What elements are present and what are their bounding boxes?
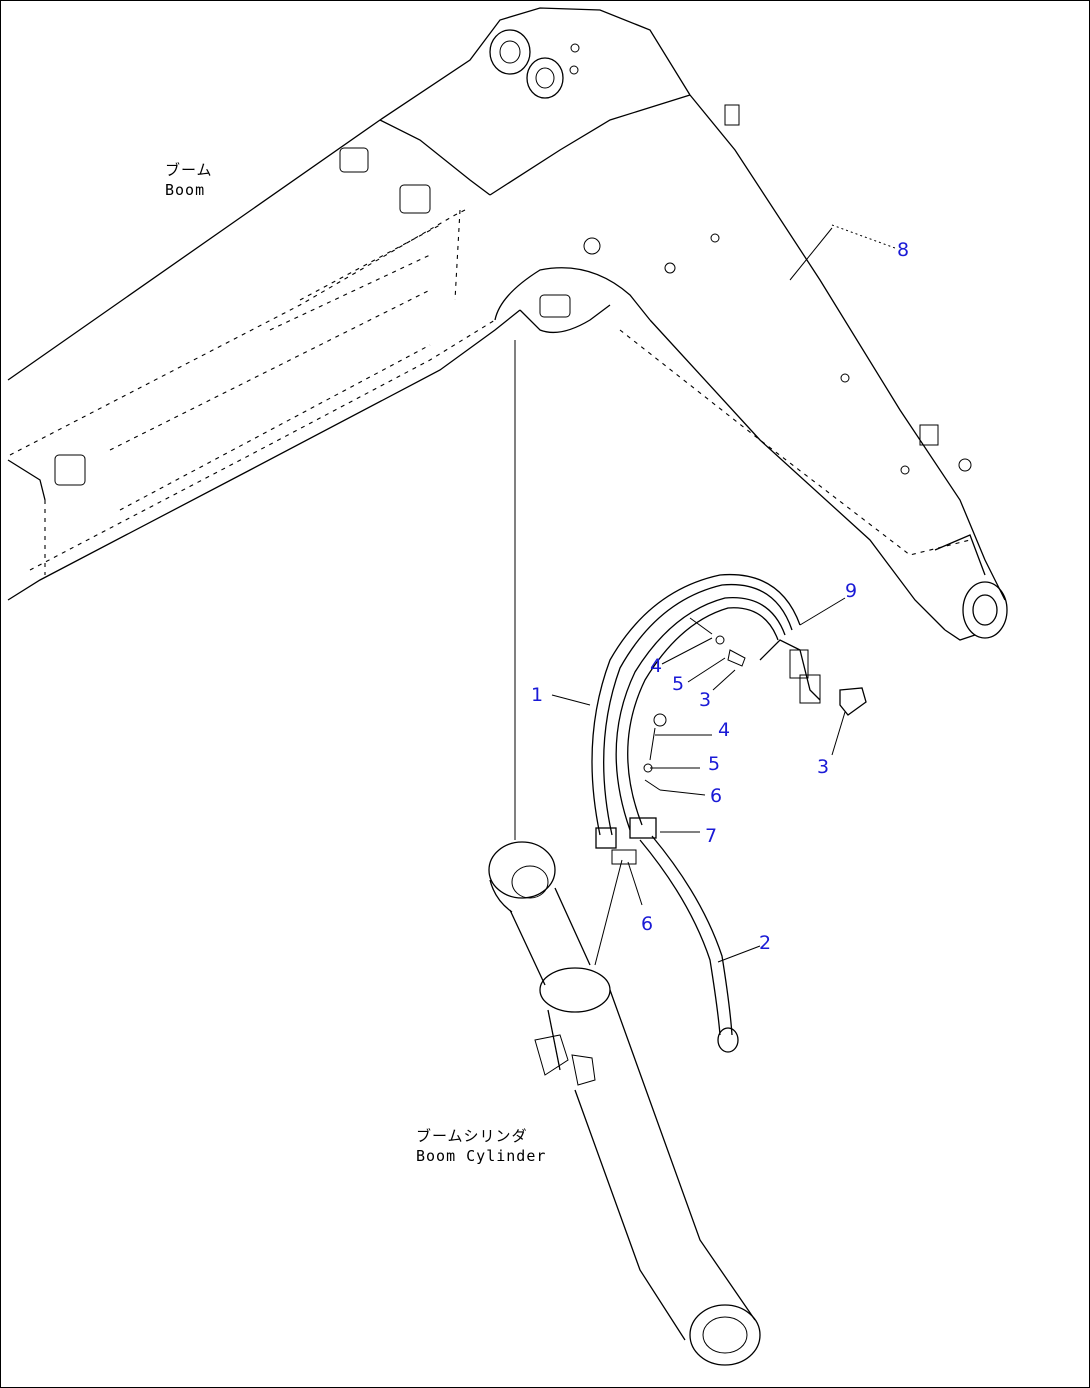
- boom-label-en: Boom: [165, 181, 206, 199]
- callout-3-upper: 3: [699, 689, 712, 711]
- callout-3-right: 3: [817, 756, 830, 778]
- callout-5-upper: 5: [672, 673, 685, 695]
- boom-cylinder-label-jp: ブームシリンダ: [416, 1127, 528, 1145]
- boom-cylinder-label-en: Boom Cylinder: [416, 1147, 547, 1165]
- callout-6-upper: 6: [710, 785, 723, 807]
- boom-detail-marks: [54, 29, 972, 511]
- callout-2: 2: [759, 932, 772, 954]
- callout-6-lower: 6: [641, 913, 654, 935]
- leader-lines: [514, 224, 896, 966]
- boom-label-jp: ブーム: [165, 161, 213, 179]
- hose-assembly: [591, 573, 867, 1053]
- callout-1: 1: [531, 684, 544, 706]
- callout-9: 9: [845, 580, 858, 602]
- callout-4-upper: 4: [650, 655, 663, 677]
- callout-4-lower: 4: [718, 719, 731, 741]
- boom-cylinder: [488, 841, 761, 1366]
- callout-5-lower: 5: [708, 753, 721, 775]
- callout-7: 7: [705, 825, 718, 847]
- boom-outline: [7, 7, 1008, 641]
- callout-8: 8: [897, 239, 910, 261]
